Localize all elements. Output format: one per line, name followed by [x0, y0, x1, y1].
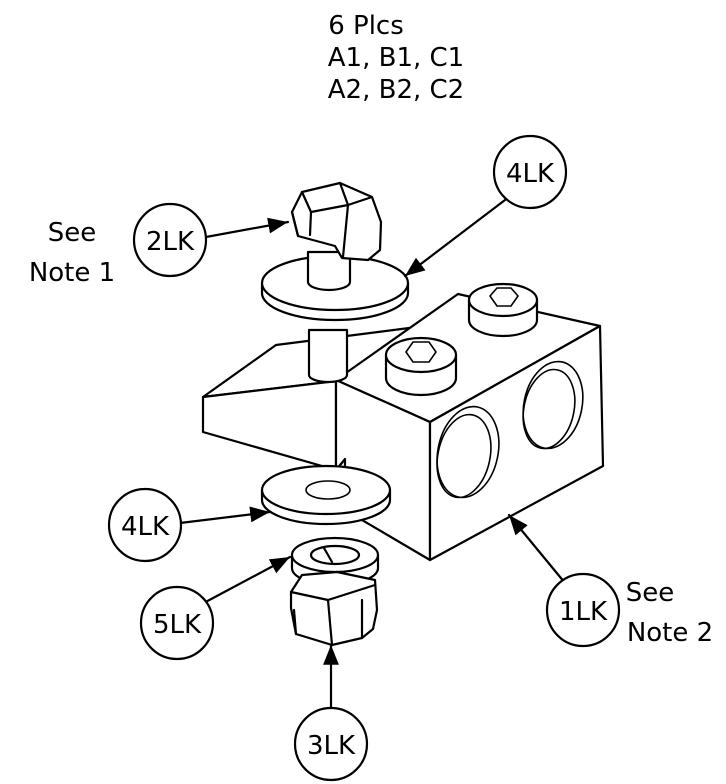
header-locations-2: A2, B2, C2 [328, 75, 464, 105]
balloon-4lk-bottom [107, 487, 183, 563]
balloon-1lk-label: 1LK [559, 597, 608, 627]
balloon-3lk [293, 706, 369, 782]
balloon-4lk-top-label: 4LK [506, 159, 555, 189]
bottom-flat-washer [260, 464, 392, 526]
note2-line2: Note 2 [627, 618, 713, 648]
balloon-2lk-label: 2LK [146, 227, 195, 257]
header-quantity: 6 Plcs [328, 11, 404, 41]
note2-line1: See [626, 578, 675, 608]
lug-block [201, 282, 605, 562]
balloon-4lk-bottom-label: 4LK [121, 512, 170, 542]
balloon-5lk [139, 585, 215, 661]
balloon-3lk-label: 3LK [307, 731, 356, 761]
note1-line2: Note 1 [29, 258, 115, 288]
balloon-4lk-top [492, 134, 568, 210]
balloon-1lk [545, 572, 621, 648]
hex-bolt [260, 181, 410, 384]
note1-line1: See [48, 218, 97, 248]
socket-screw-left [384, 336, 458, 397]
socket-screw-right [467, 282, 539, 338]
header-locations-1: A1, B1, C1 [328, 43, 464, 73]
balloon-5lk-label: 5LK [153, 610, 202, 640]
balloon-2lk [132, 202, 208, 278]
hex-nut [289, 570, 379, 647]
